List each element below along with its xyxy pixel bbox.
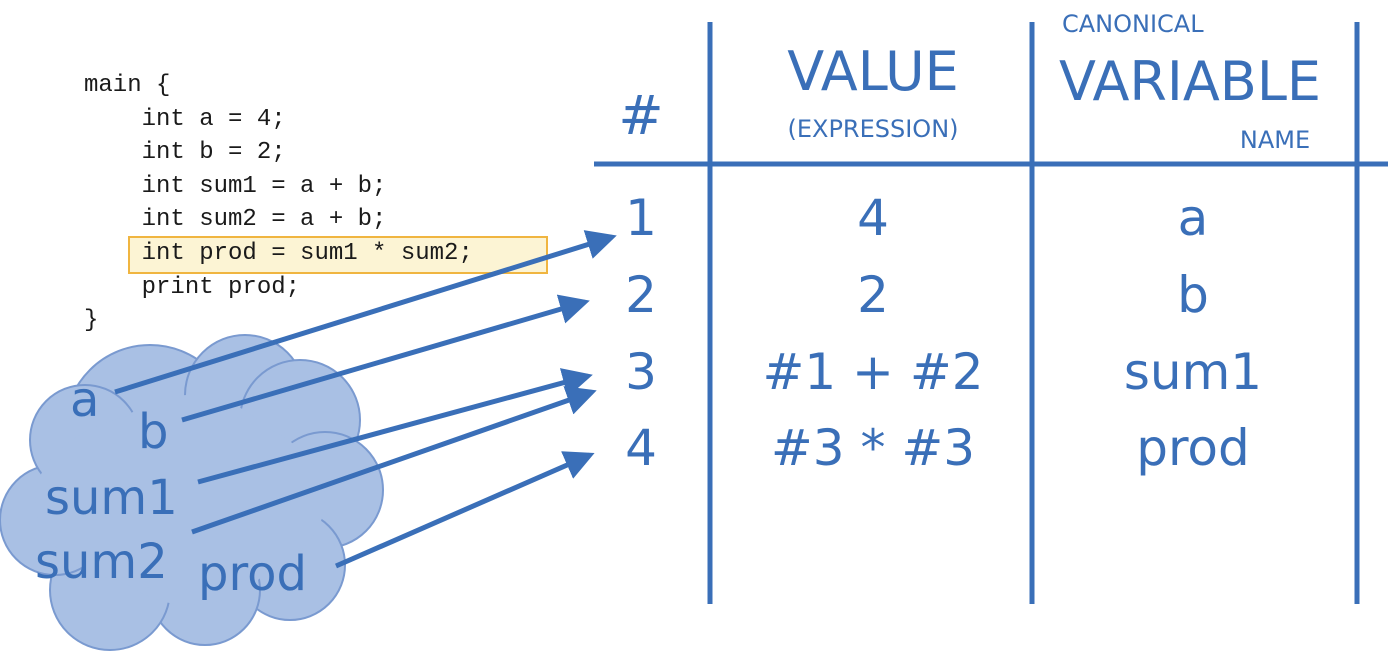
row-number: 3 bbox=[625, 343, 657, 401]
cloud-shape bbox=[0, 334, 384, 651]
code-highlight-box bbox=[128, 236, 548, 274]
code-line-main: main { bbox=[84, 72, 171, 99]
row-name: a bbox=[1177, 189, 1209, 247]
code-line-prod: int prod = sum1 * sum2; bbox=[84, 240, 473, 267]
mapping-arrows bbox=[114, 230, 617, 569]
cloud-name-sum1: sum1 bbox=[45, 470, 178, 526]
row-name: prod bbox=[1136, 419, 1250, 477]
cloud-name-b: b bbox=[138, 404, 168, 460]
code-line-print: print prod; bbox=[84, 274, 301, 301]
row-value: 4 bbox=[857, 189, 889, 247]
code-line-a: int a = 4; bbox=[84, 106, 286, 133]
cloud-names: a b sum1 sum2 prod bbox=[35, 372, 307, 602]
arrow-prod-to-4 bbox=[334, 451, 595, 569]
code-line-b: int b = 2; bbox=[84, 139, 286, 166]
row-name: sum1 bbox=[1123, 343, 1263, 401]
code-line-sum1: int sum1 = a + b; bbox=[84, 173, 387, 200]
cloud-name-sum2: sum2 bbox=[35, 534, 168, 590]
header-canonical: CANONICAL bbox=[1062, 10, 1204, 38]
header-value: VALUE bbox=[787, 40, 959, 103]
arrow-b-to-2 bbox=[181, 294, 590, 423]
row-number: 2 bbox=[625, 266, 657, 324]
table-grid bbox=[594, 22, 1388, 604]
arrow-a-to-1 bbox=[114, 230, 617, 395]
row-value: #1 + #2 bbox=[762, 343, 984, 401]
row-name: b bbox=[1177, 266, 1209, 324]
code-line-sum2: int sum2 = a + b; bbox=[84, 206, 387, 233]
arrow-sum2-to-3 bbox=[191, 386, 597, 535]
header-number: # bbox=[618, 84, 664, 147]
row-value: #3 * #3 bbox=[770, 419, 976, 477]
header-name: NAME bbox=[1239, 126, 1311, 154]
cloud-name-a: a bbox=[70, 372, 99, 428]
code-line-close: } bbox=[84, 307, 99, 334]
header-variable: VARIABLE bbox=[1058, 50, 1322, 113]
arrow-sum1-to-3 bbox=[197, 368, 593, 485]
header-value-sub: (EXPRESSION) bbox=[787, 115, 959, 143]
row-number: 1 bbox=[625, 189, 657, 247]
row-value: 2 bbox=[857, 266, 889, 324]
row-number: 4 bbox=[625, 419, 657, 477]
cloud-name-prod: prod bbox=[198, 546, 307, 602]
